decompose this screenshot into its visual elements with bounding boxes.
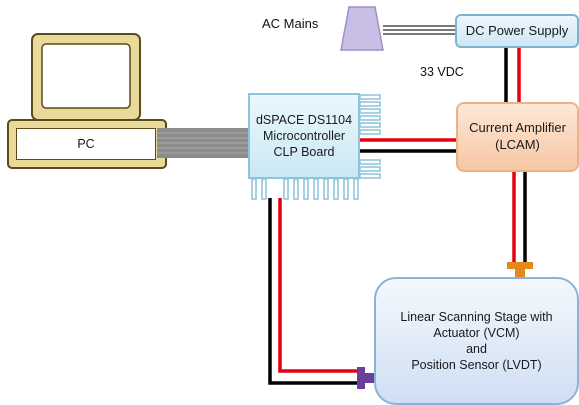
dspace-label-line2: Microcontroller [263, 128, 345, 143]
wire-dspace-stage-red [278, 198, 364, 373]
current-amplifier-box: Current Amplifier (LCAM) [456, 102, 579, 172]
dc-power-supply-label: DC Power Supply [465, 22, 569, 38]
amp-label-line1: Current Amplifier [469, 120, 566, 136]
stage-label-line4: Position Sensor (LVDT) [411, 358, 542, 373]
ac-cable [383, 25, 456, 35]
pc-label: PC [77, 136, 95, 151]
stage-label-line1: Linear Scanning Stage with [400, 309, 553, 324]
transformer-icon [340, 6, 384, 51]
pc-label-box: PC [16, 128, 156, 160]
top-connector [507, 262, 533, 281]
stage-label-line3: and [466, 342, 487, 356]
ac-mains-label: AC Mains [262, 16, 319, 31]
dspace-bottom-pins [251, 178, 359, 200]
dspace-board: dSPACE DS1104 Microcontroller CLP Board [248, 93, 360, 179]
voltage-label: 33 VDC [420, 65, 464, 79]
wire-dspace-stage-black [268, 198, 364, 385]
amp-label-line2: (LCAM) [495, 137, 540, 152]
dspace-label-line1: dSPACE DS1104 [255, 112, 353, 127]
linear-stage-box: Linear Scanning Stage with Actuator (VCM… [374, 277, 579, 405]
pc-screen [41, 43, 131, 109]
side-connector [357, 367, 376, 389]
ribbon-cable [157, 128, 250, 158]
dspace-right-pins [359, 94, 381, 179]
stage-label-line2: Actuator (VCM) [433, 325, 520, 340]
dc-power-supply-box: DC Power Supply [455, 14, 579, 48]
dspace-label-line3: CLP Board [273, 145, 335, 160]
